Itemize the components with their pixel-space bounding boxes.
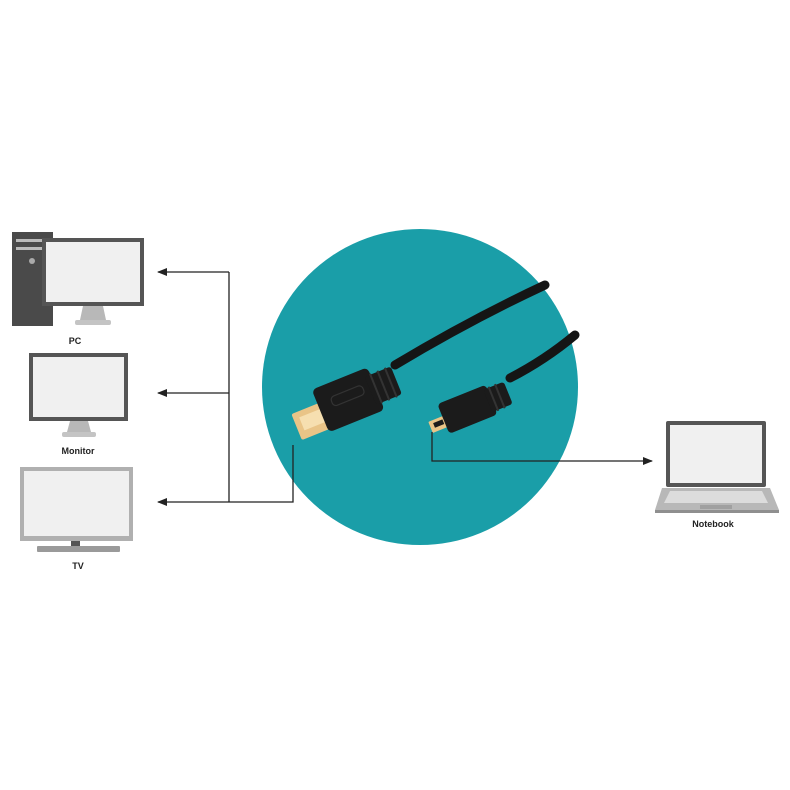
connection-lines	[157, 268, 653, 506]
line-to-notebook	[431, 432, 653, 465]
tv-label: TV	[72, 561, 84, 571]
line-to-tv	[157, 445, 294, 506]
hdmi-plug-icon	[291, 367, 402, 440]
monitor-label: Monitor	[62, 446, 95, 456]
micro-hdmi-plug-icon	[428, 382, 512, 433]
notebook-label: Notebook	[692, 519, 734, 529]
notebook-icon	[655, 421, 779, 513]
background-circle	[262, 229, 578, 545]
tv-icon	[20, 467, 133, 552]
monitor-icon	[29, 353, 128, 437]
pc-icon	[12, 232, 144, 326]
pc-label: PC	[69, 336, 82, 346]
hdmi-cable	[291, 280, 580, 440]
